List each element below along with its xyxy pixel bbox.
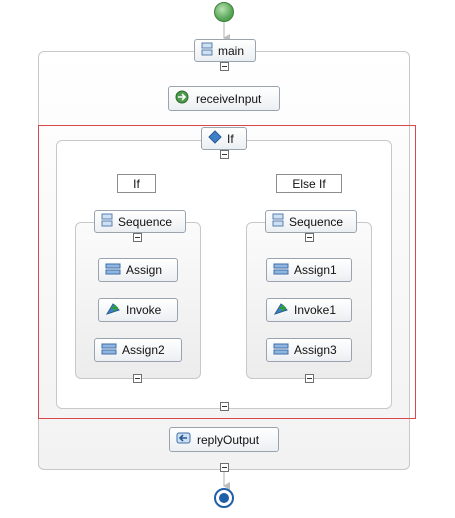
reply-output-label: replyOutput — [197, 432, 260, 447]
if-sequence-node[interactable]: Sequence — [94, 210, 186, 233]
invoke-icon — [105, 302, 121, 319]
receive-input-node[interactable]: receiveInput — [168, 86, 280, 111]
if-condition-label[interactable]: If — [117, 174, 156, 193]
assign3-label: Assign3 — [294, 343, 337, 357]
assign2-node[interactable]: Assign2 — [94, 338, 182, 362]
if-collapse-button[interactable] — [220, 150, 229, 159]
assign3-node[interactable]: Assign3 — [266, 338, 352, 362]
assign1-label: Assign1 — [294, 263, 337, 277]
main-end-collapse-button[interactable] — [220, 463, 229, 472]
elseif-sequence-collapse-button[interactable] — [305, 233, 314, 242]
sequence-icon — [101, 213, 113, 230]
if-sequence-label: Sequence — [118, 214, 173, 229]
elseif-condition-text: Else If — [292, 176, 326, 191]
if-end-collapse-button[interactable] — [220, 402, 229, 411]
assign-icon — [273, 263, 289, 278]
if-condition-text: If — [133, 176, 140, 191]
main-collapse-button[interactable] — [220, 62, 229, 71]
end-node-core — [219, 493, 229, 503]
elseif-condition-label[interactable]: Else If — [276, 174, 342, 193]
if-sequence-collapse-button[interactable] — [133, 233, 142, 242]
receive-icon — [175, 90, 191, 107]
reply-icon — [176, 431, 192, 448]
elseif-sequence-node[interactable]: Sequence — [265, 210, 357, 233]
invoke-label: Invoke — [126, 303, 162, 317]
elseif-sequence-label: Sequence — [289, 214, 344, 229]
invoke1-label: Invoke1 — [294, 303, 337, 317]
assign1-node[interactable]: Assign1 — [266, 258, 352, 282]
assign-icon — [101, 343, 117, 358]
reply-output-node[interactable]: replyOutput — [169, 427, 279, 452]
selection-frame — [38, 125, 416, 419]
assign-icon — [105, 263, 121, 278]
assign2-label: Assign2 — [122, 343, 165, 357]
sequence-icon — [201, 42, 213, 59]
receive-input-label: receiveInput — [196, 91, 262, 106]
end-node[interactable] — [214, 488, 234, 508]
if-label: If — [227, 131, 234, 146]
assign-label: Assign — [126, 263, 163, 277]
main-label: main — [218, 43, 245, 58]
invoke1-node[interactable]: Invoke1 — [266, 298, 352, 322]
elseif-sequence-end-collapse-button[interactable] — [305, 374, 314, 383]
invoke-node[interactable]: Invoke — [98, 298, 178, 322]
assign-node[interactable]: Assign — [98, 258, 178, 282]
assign-icon — [273, 343, 289, 358]
if-diamond-icon — [208, 130, 222, 147]
main-node[interactable]: main — [194, 39, 256, 62]
if-sequence-end-collapse-button[interactable] — [133, 374, 142, 383]
sequence-icon — [272, 213, 284, 230]
start-node[interactable] — [214, 2, 234, 22]
invoke-icon — [273, 302, 289, 319]
